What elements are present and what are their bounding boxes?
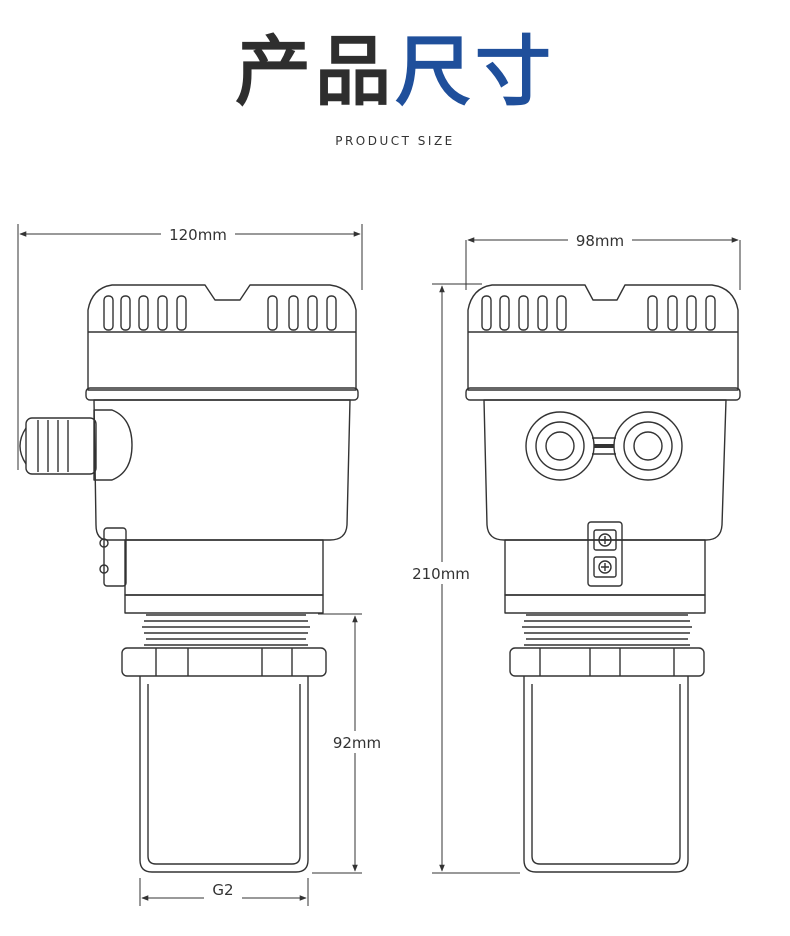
side-body [93, 399, 351, 541]
side-neck [124, 539, 324, 596]
front-terminal-block [587, 521, 623, 587]
side-lid [87, 284, 357, 391]
page-subtitle: PRODUCT SIZE [335, 134, 455, 148]
title-part-accent: 尺寸 [395, 27, 555, 116]
side-thread [142, 614, 310, 646]
front-nut [509, 647, 705, 677]
side-probe [139, 676, 309, 873]
side-cable-gland [19, 409, 133, 481]
dim-height-total: 210mm [412, 565, 470, 583]
front-cable-glands [525, 411, 683, 481]
front-probe [523, 676, 689, 873]
front-body [483, 399, 727, 541]
front-lid-ribs [481, 295, 716, 331]
side-lid-ribs [103, 295, 337, 331]
title-part-dark: 产品 [235, 27, 395, 116]
page-title: 产品尺寸 [0, 26, 790, 118]
dim-width-front: 98mm [576, 232, 624, 250]
front-lid [467, 284, 739, 391]
front-thread [522, 614, 692, 646]
dim-width-side: 120mm [169, 226, 227, 244]
side-nut [121, 647, 327, 677]
side-view [19, 284, 359, 873]
front-view [465, 284, 741, 873]
dim-probe-length: 92mm [333, 734, 381, 752]
dim-thread: G2 [212, 881, 233, 899]
